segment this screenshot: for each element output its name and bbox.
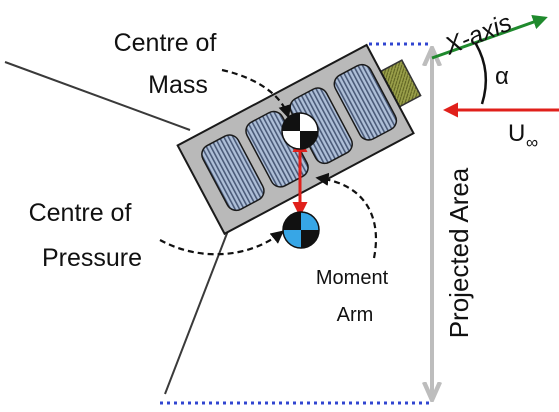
leader-arrows (159, 68, 378, 259)
label-centre-of-pressure-line1: Centre of (29, 199, 132, 227)
x-axis-arrow (431, 14, 548, 60)
label-centre-of-pressure-line2: Pressure (42, 244, 142, 272)
boom-lower (164, 209, 237, 395)
label-centre-of-mass-line1: Centre of (114, 29, 217, 57)
centre-of-pressure-marker (282, 211, 320, 249)
centre-of-mass-marker (281, 112, 319, 150)
leader-centre-of-pressure (159, 230, 285, 256)
label-x-axis: X-axis (440, 9, 516, 61)
label-projected-area: Projected Area (444, 167, 474, 338)
boom-upper (4, 61, 191, 131)
solar-panel-1 (201, 134, 265, 212)
solar-panel-4 (333, 63, 398, 141)
leader-moment-arm (315, 172, 378, 259)
boom-lines (4, 61, 237, 395)
label-centre-of-mass-line2: Mass (148, 71, 208, 99)
label-moment-arm-line1: Moment (316, 267, 389, 289)
label-moment-arm-line2: Arm (337, 304, 374, 326)
label-freestream-subscript: ∞ (526, 133, 538, 152)
leader-centre-of-mass (221, 68, 292, 119)
alpha-angle-arc (474, 43, 488, 105)
label-alpha: α (495, 63, 509, 90)
label-freestream: U (508, 120, 525, 147)
